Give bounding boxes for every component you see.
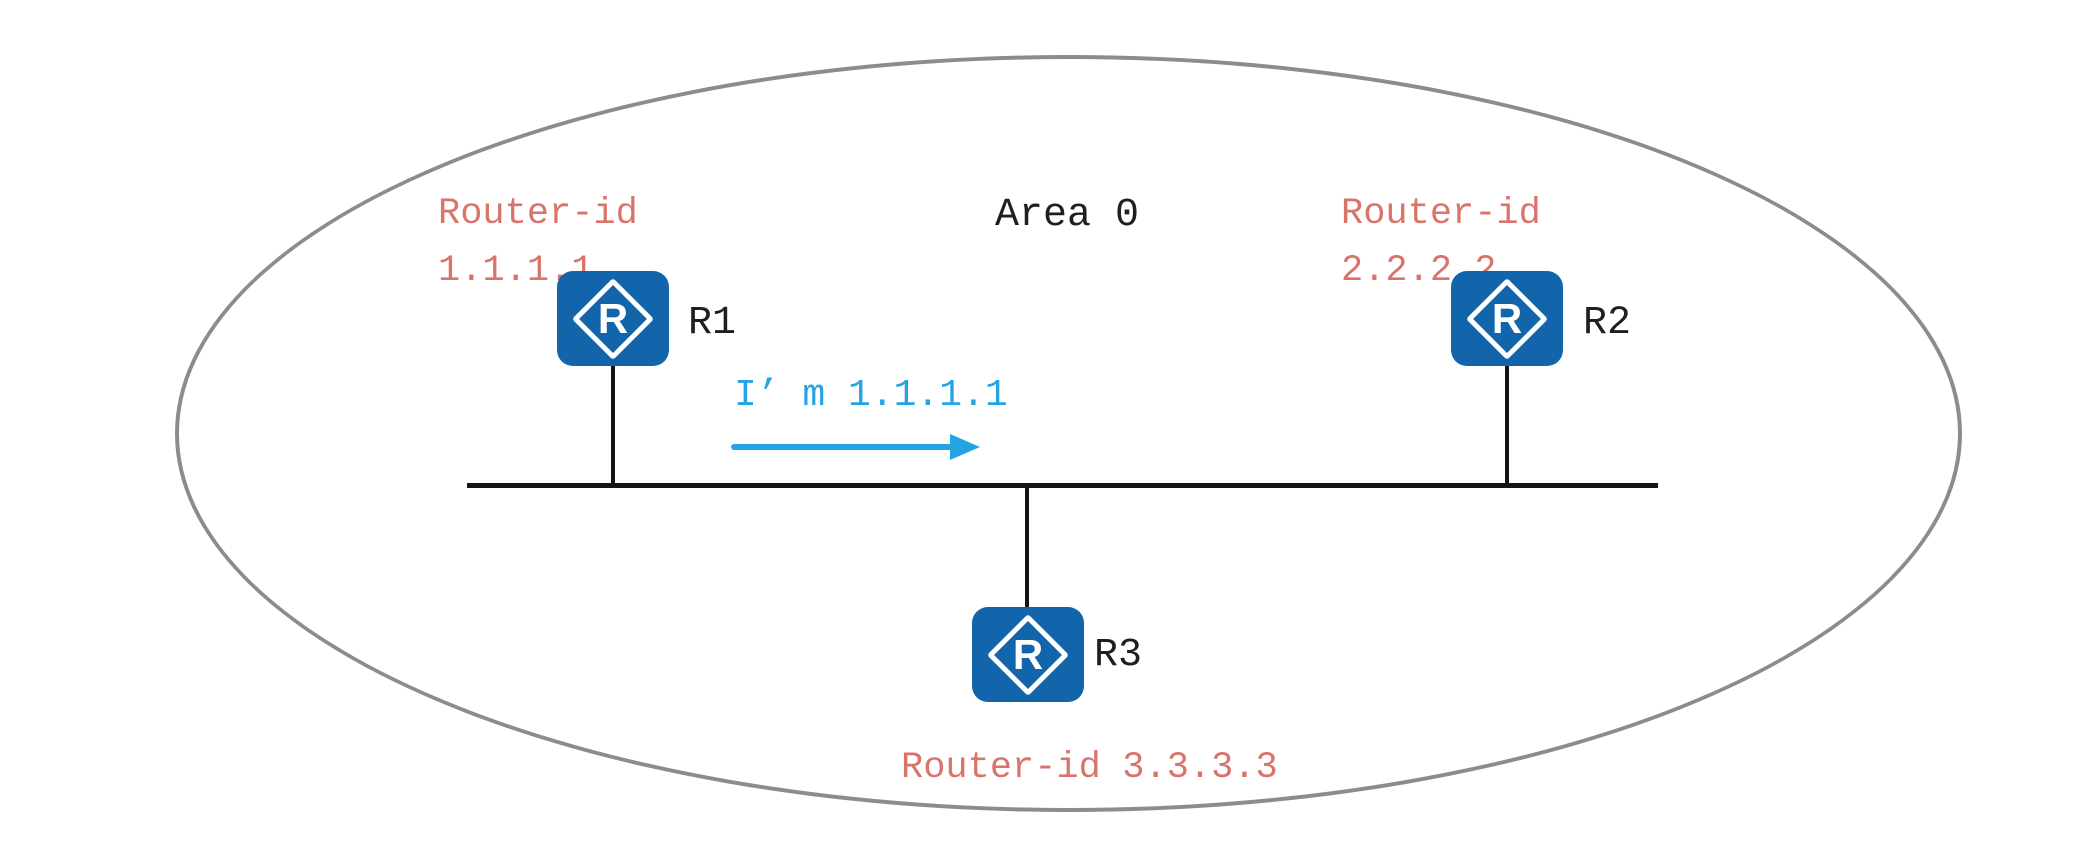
router-id-label-r1: Router-id 1.1.1.1: [438, 186, 638, 300]
router-name-r1: R1: [688, 301, 737, 346]
hello-message-text: I’ m 1.1.1.1: [734, 374, 1008, 417]
hello-message-arrow: [731, 444, 955, 450]
router-icon-r3: R: [972, 607, 1084, 702]
link-r1-to-bus: [611, 364, 615, 484]
link-r2-to-bus: [1505, 364, 1509, 484]
area-label: Area 0: [995, 193, 1140, 238]
router-icon-letter: R: [1012, 630, 1044, 678]
router-name-r3: R3: [1094, 633, 1143, 678]
router-icon-letter: R: [1491, 294, 1523, 342]
hello-message-arrowhead-icon: [950, 434, 980, 460]
router-id-text: Router-id: [901, 747, 1101, 789]
router-icon-r1: R: [557, 271, 669, 366]
router-name-r2: R2: [1583, 301, 1632, 346]
router-id-text: Router-id: [438, 193, 638, 235]
router-icon-letter: R: [597, 294, 629, 342]
router-id-text: Router-id: [1341, 193, 1541, 235]
router-id-value: 3.3.3.3: [1122, 747, 1278, 789]
router-icon-r2: R: [1451, 271, 1563, 366]
area0-boundary-ellipse: [175, 55, 1962, 812]
router-id-label-r3: Router-id 3.3.3.3: [901, 740, 1278, 797]
network-bus-line: [467, 483, 1658, 488]
link-r3-to-bus: [1025, 487, 1029, 609]
